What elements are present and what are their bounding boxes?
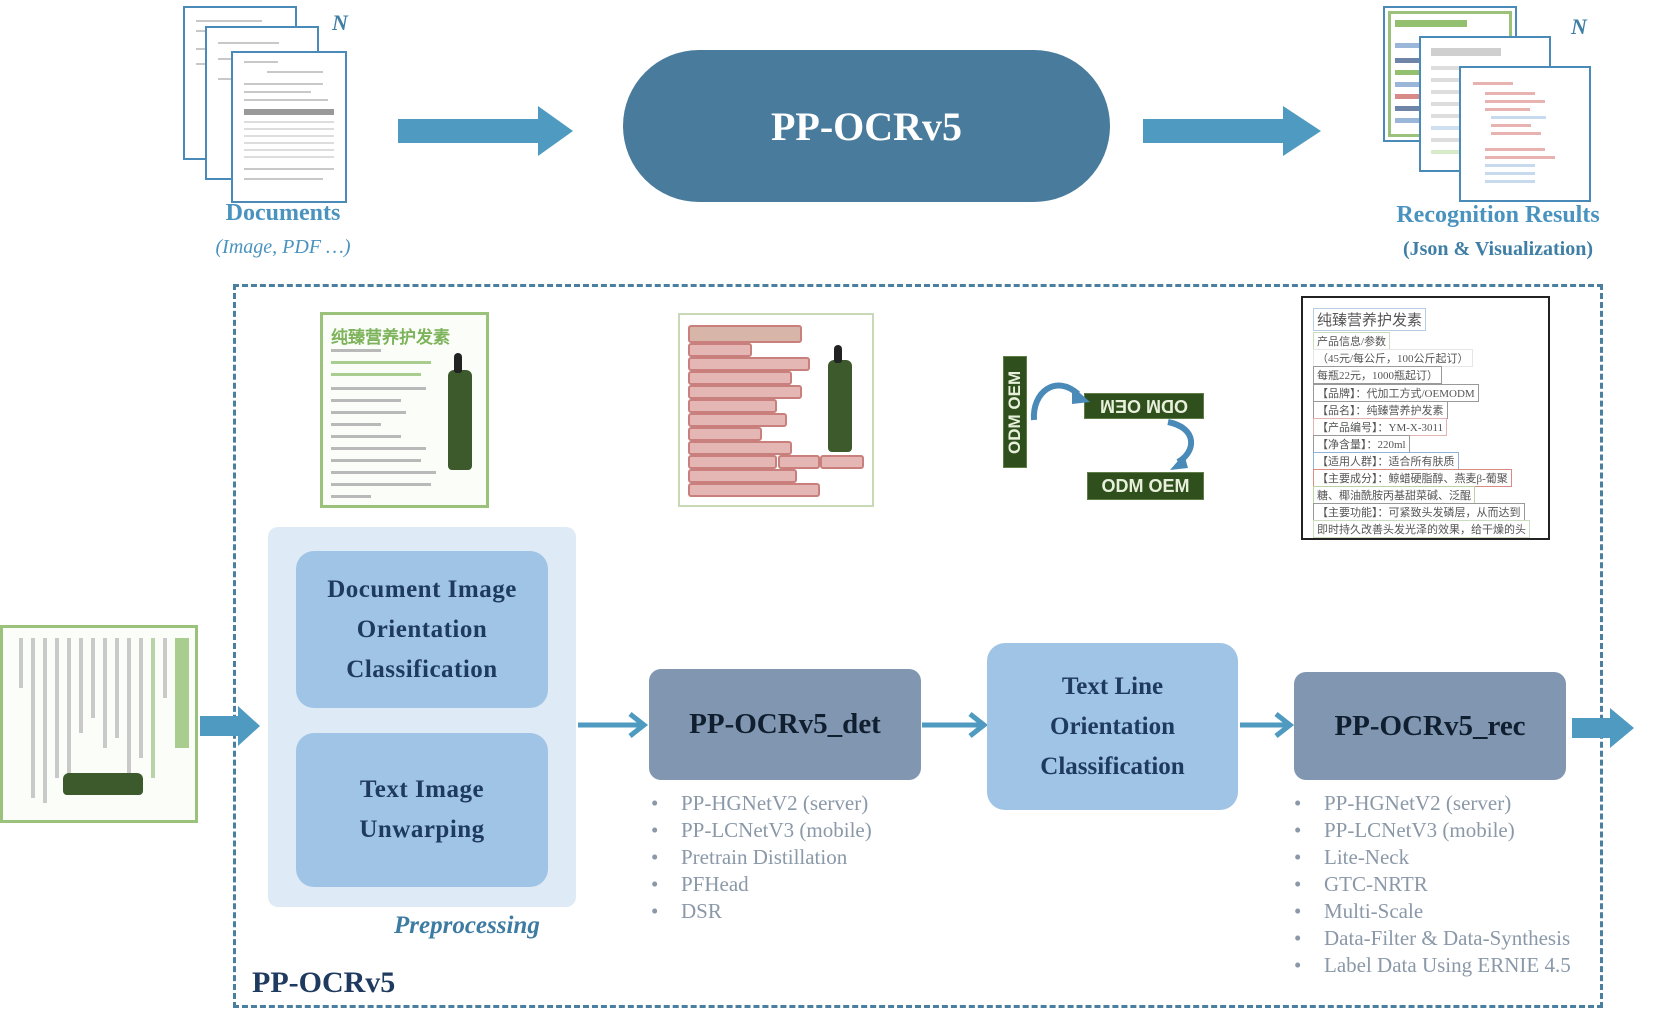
flow-arrow-icon: [922, 712, 989, 738]
flow-arrow-icon: [1572, 708, 1634, 748]
pipeline-title: PP-OCRv5: [252, 966, 396, 999]
feature-item: PP-LCNetV3 (mobile): [651, 817, 872, 844]
recognition-features-list: PP-HGNetV2 (server) PP-LCNetV3 (mobile) …: [1294, 790, 1571, 979]
textline-orientation-module: Text Line Orientation Classification: [987, 643, 1238, 810]
rotate-arrow-icon: [1030, 382, 1090, 421]
feature-item: Data-Filter & Data-Synthesis: [1294, 925, 1571, 952]
bottle-icon: [828, 360, 852, 452]
documents-sublabel: (Image, PDF …): [215, 236, 351, 258]
example-recognition-output: 纯臻营养护发素 产品信息/参数 （45元/每公斤，100公斤起订） 每瓶22元，…: [1301, 296, 1550, 540]
feature-item: PP-LCNetV3 (mobile): [1294, 817, 1571, 844]
feature-item: DSR: [651, 898, 872, 925]
detection-features-list: PP-HGNetV2 (server) PP-LCNetV3 (mobile) …: [651, 790, 872, 925]
pipeline-container: [233, 284, 1603, 1008]
pp-ocrv5-main-block: PP-OCRv5: [623, 50, 1110, 202]
recognition-results-sublabel: (Json & Visualization): [1402, 238, 1594, 260]
flow-arrow-icon: [398, 106, 573, 156]
documents-label: Documents: [225, 200, 341, 226]
text-image-unwarping-module: Text Image Unwarping: [296, 733, 548, 887]
recognition-results-label: Recognition Results: [1396, 202, 1600, 228]
documents-stack-icon: [183, 6, 353, 206]
flow-arrow-icon: [200, 706, 260, 746]
example-original-image: 纯臻营养护发素: [320, 312, 489, 508]
rotated-text-example: ODM OEM: [1003, 356, 1027, 468]
feature-item: Lite-Neck: [1294, 844, 1571, 871]
result-page: [1459, 66, 1591, 202]
flow-arrow-icon: [1143, 106, 1321, 156]
feature-item: Pretrain Distillation: [651, 844, 872, 871]
document-page: [231, 51, 347, 203]
feature-item: Label Data Using ERNIE 4.5: [1294, 952, 1571, 979]
recognition-results-stack-icon: [1383, 6, 1603, 202]
example-detection-image: [678, 313, 874, 507]
corrected-text-example: ODM OEM: [1087, 472, 1204, 500]
preprocessing-label: Preprocessing: [394, 912, 540, 939]
upside-down-text-example: ODM OEM: [1084, 393, 1204, 419]
detection-module: PP-OCRv5_det: [649, 669, 921, 780]
feature-item: PP-HGNetV2 (server): [651, 790, 872, 817]
flow-arrow-icon: [578, 712, 649, 738]
feature-item: Multi-Scale: [1294, 898, 1571, 925]
input-rotated-image: [0, 625, 198, 823]
example-title: 纯臻营养护发素: [331, 328, 450, 347]
flow-arrow-icon: [1240, 712, 1295, 738]
bottle-icon: [63, 773, 143, 795]
feature-item: PFHead: [651, 871, 872, 898]
count-marker: N: [332, 10, 348, 35]
recognition-module: PP-OCRv5_rec: [1294, 672, 1566, 780]
rotate-arrow-icon: [1167, 419, 1195, 470]
bottle-icon: [448, 370, 472, 470]
feature-item: GTC-NRTR: [1294, 871, 1571, 898]
count-marker: N: [1571, 14, 1587, 39]
feature-item: PP-HGNetV2 (server): [1294, 790, 1571, 817]
document-orientation-classification-module: Document Image Orientation Classificatio…: [296, 551, 548, 708]
